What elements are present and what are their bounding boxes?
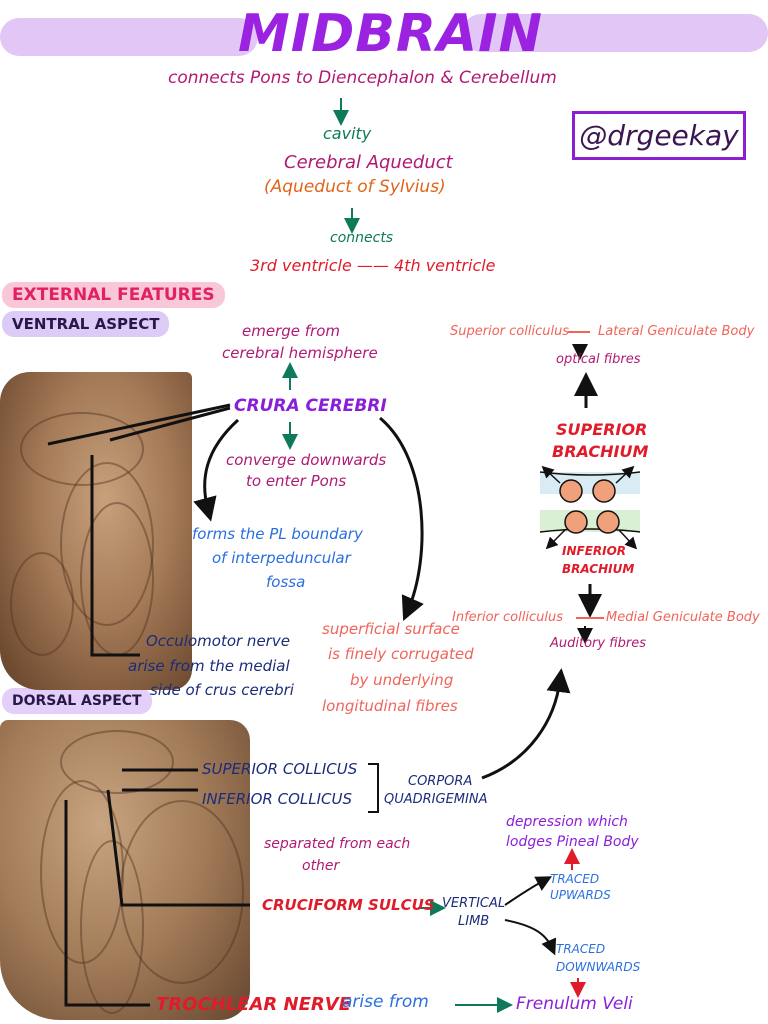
section-external-features: EXTERNAL FEATURES [2,282,225,308]
corpora-label-2: QUADRIGEMINA [384,792,488,807]
surface-label-3: by underlying [350,671,454,689]
converge-label-2: to enter Pons [246,472,347,490]
surface-label-2: is finely corrugated [328,645,474,663]
corpora-label-1: CORPORA [408,774,473,789]
frenulum-veli-label: Frenulum Veli [516,994,633,1014]
surface-label-1: superficial surface [322,620,460,638]
author-handle: @drgeekay [572,111,746,160]
converge-label-1: converge downwards [226,451,387,469]
superior-brachium-label-1: SUPERIOR [556,420,648,439]
superior-collicus-label: SUPERIOR COLLICUS [202,760,358,778]
intro-ventricles: 3rd ventricle —— 4th ventricle [250,256,496,275]
trochlear-nerve-label: TROCHLEAR NERVE [156,994,351,1015]
emerge-label-2: cerebral hemisphere [222,344,378,362]
vertical-limb-label-2: LIMB [458,914,490,929]
intro-connects: connects Pons to Diencephalon & Cerebell… [168,68,557,88]
oculomotor-label-1: Occulomotor nerve [146,632,290,650]
arise-from-label: arise from [342,992,429,1012]
vertical-limb-label-1: VERTICAL [442,896,506,911]
inferior-brachium-label-1: INFERIOR [562,544,627,558]
separated-label-2: other [302,858,340,874]
intro-aqueduct-alt: (Aqueduct of Sylvius) [264,177,446,197]
auditory-fibres-label: Auditory fibres [550,636,646,651]
title-band-left [0,18,258,56]
intro-cavity: cavity [323,124,372,143]
depression-label-2: lodges Pineal Body [506,834,639,850]
forms-label-1: forms the PL boundary [192,525,363,543]
oculomotor-label-3: side of crus cerebri [150,681,294,699]
cruciform-sulcus-label: CRUCIFORM SULCUS [262,896,435,914]
traced-upwards-label-2: UPWARDS [550,888,611,902]
medial-gb-label: Medial Geniculate Body [606,610,760,625]
intro-connects-2: connects [330,230,394,246]
intro-aqueduct: Cerebral Aqueduct [284,152,453,173]
forms-label-3: fossa [266,573,306,591]
oculomotor-label-2: arise from the medial [128,657,290,675]
title-band-right [462,14,768,52]
depression-label-1: depression which [506,814,628,830]
traced-downwards-label-1: TRACED [556,942,606,956]
surface-label-4: longitudinal fibres [322,697,458,715]
sup-colliculus-label: Superior colliculus [450,324,570,339]
page-title: MIDBRAIN [238,4,544,64]
inf-colliculus-label: Inferior colliculus [452,610,563,625]
lateral-gb-label: Lateral Geniculate Body [598,324,755,339]
section-dorsal-aspect: DORSAL ASPECT [2,688,152,714]
traced-upwards-label-1: TRACED [550,872,600,886]
forms-label-2: of interpeduncular [212,549,351,567]
optical-fibres-label: optical fibres [556,352,641,367]
inferior-collicus-label: INFERIOR COLLICUS [202,790,352,808]
section-ventral-aspect: VENTRAL ASPECT [2,311,170,337]
emerge-label-1: emerge from [242,322,340,340]
superior-brachium-label-2: BRACHIUM [552,442,649,461]
crura-cerebri-label: CRURA CEREBRI [234,396,387,416]
separated-label-1: separated from each [264,836,411,852]
traced-downwards-label-2: DOWNWARDS [556,960,641,974]
inferior-brachium-label-2: BRACHIUM [562,562,635,576]
